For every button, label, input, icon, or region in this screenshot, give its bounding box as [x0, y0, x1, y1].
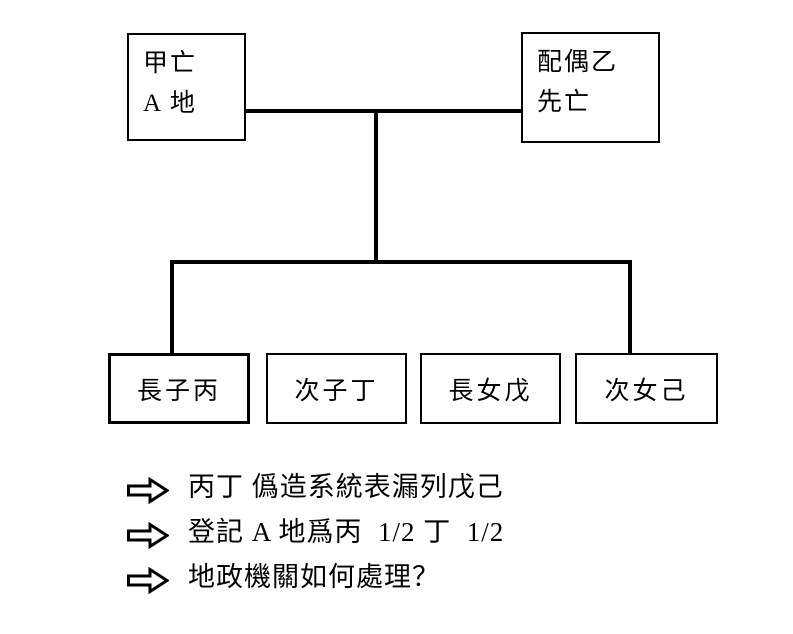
note-text-registration: 登記 A 地爲丙 1/2 丁 1/2	[188, 517, 505, 547]
box-child-eldest-son: 長子丙	[108, 353, 250, 424]
child-label: 次女己	[604, 377, 689, 405]
box-decedent: 甲亡 A 地	[127, 33, 246, 141]
drop-line-right	[628, 260, 632, 355]
bullet-arrow-icon	[127, 567, 169, 594]
box-spouse: 配偶乙 先亡	[521, 32, 660, 143]
child-label: 長子丙	[136, 377, 221, 405]
note-row: 地政機關如何處理？	[127, 558, 440, 596]
note-text-forgery: 丙丁 僞造系統表漏列戊己	[188, 472, 504, 502]
marriage-line	[246, 109, 521, 113]
decedent-line-1: 甲亡	[143, 50, 198, 77]
bullet-arrow-icon	[127, 477, 169, 504]
child-label: 長女戊	[448, 377, 533, 405]
decedent-line-2: A 地	[143, 90, 197, 117]
box-child-second-son: 次子丁	[266, 353, 407, 424]
note-text-question: 地政機關如何處理？	[188, 562, 440, 592]
spouse-line-2: 先亡	[537, 89, 592, 116]
sibling-line	[170, 260, 632, 264]
descent-line	[374, 109, 378, 264]
bullet-arrow-icon	[127, 522, 169, 549]
spouse-line-1: 配偶乙	[537, 49, 619, 76]
drop-line-left	[170, 260, 174, 355]
note-row: 登記 A 地爲丙 1/2 丁 1/2	[127, 513, 504, 551]
box-child-eldest-daughter: 長女戊	[420, 353, 561, 424]
box-child-second-daughter: 次女己	[575, 353, 718, 424]
child-label: 次子丁	[294, 377, 379, 405]
note-row: 丙丁 僞造系統表漏列戊己	[127, 468, 504, 506]
